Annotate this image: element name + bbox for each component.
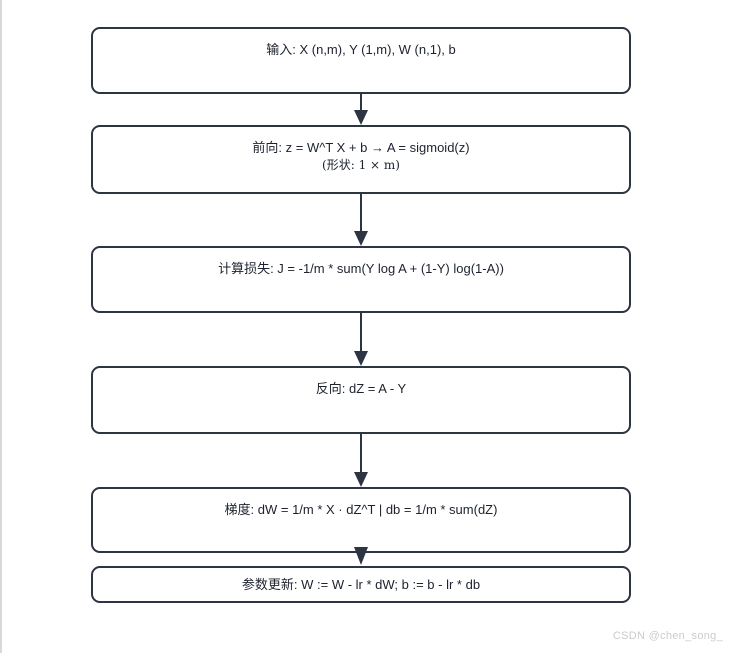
csdn-watermark: CSDN @chen_song_ (612, 630, 723, 642)
flow-node-gradient: 梯度: dW = 1/m * X · dZ^T | db = 1/m * sum… (91, 487, 631, 553)
arrow-shaft (360, 94, 362, 112)
arrow-shaft (360, 313, 362, 352)
left-edge-line (0, 0, 2, 653)
arrow-shaft (360, 434, 362, 473)
flow-node-forward-sublabel: (形状: 1 × m) (322, 158, 400, 172)
arrow-head-icon (354, 231, 368, 246)
arrow-head-icon (354, 547, 368, 565)
flow-node-backward: 反向: dZ = A - Y (91, 366, 631, 434)
flow-node-update: 参数更新: W := W - lr * dW; b := b - lr * db (91, 566, 631, 603)
arrow-head-icon (354, 472, 368, 487)
flow-node-input: 输入: X (n,m), Y (1,m), W (n,1), b (91, 27, 631, 94)
arrow-head-icon (354, 351, 368, 366)
flow-node-forward-label: 前向: z = W^T X + b → A = sigmoid(z) (252, 140, 470, 155)
arrow-shaft (360, 194, 362, 232)
flow-node-gradient-label: 梯度: dW = 1/m * X · dZ^T | db = 1/m * sum… (224, 502, 498, 517)
flow-node-backward-label: 反向: dZ = A - Y (315, 381, 407, 396)
flow-node-loss: 计算损失: J = -1/m * sum(Y log A + (1-Y) log… (91, 246, 631, 313)
flow-node-loss-label: 计算损失: J = -1/m * sum(Y log A + (1-Y) log… (218, 261, 504, 276)
arrow-head-icon (354, 110, 368, 125)
flow-node-input-label: 输入: X (n,m), Y (1,m), W (n,1), b (266, 42, 456, 57)
flow-node-update-label: 参数更新: W := W - lr * dW; b := b - lr * db (241, 577, 481, 592)
flow-node-forward: 前向: z = W^T X + b → A = sigmoid(z) (形状: … (91, 125, 631, 194)
